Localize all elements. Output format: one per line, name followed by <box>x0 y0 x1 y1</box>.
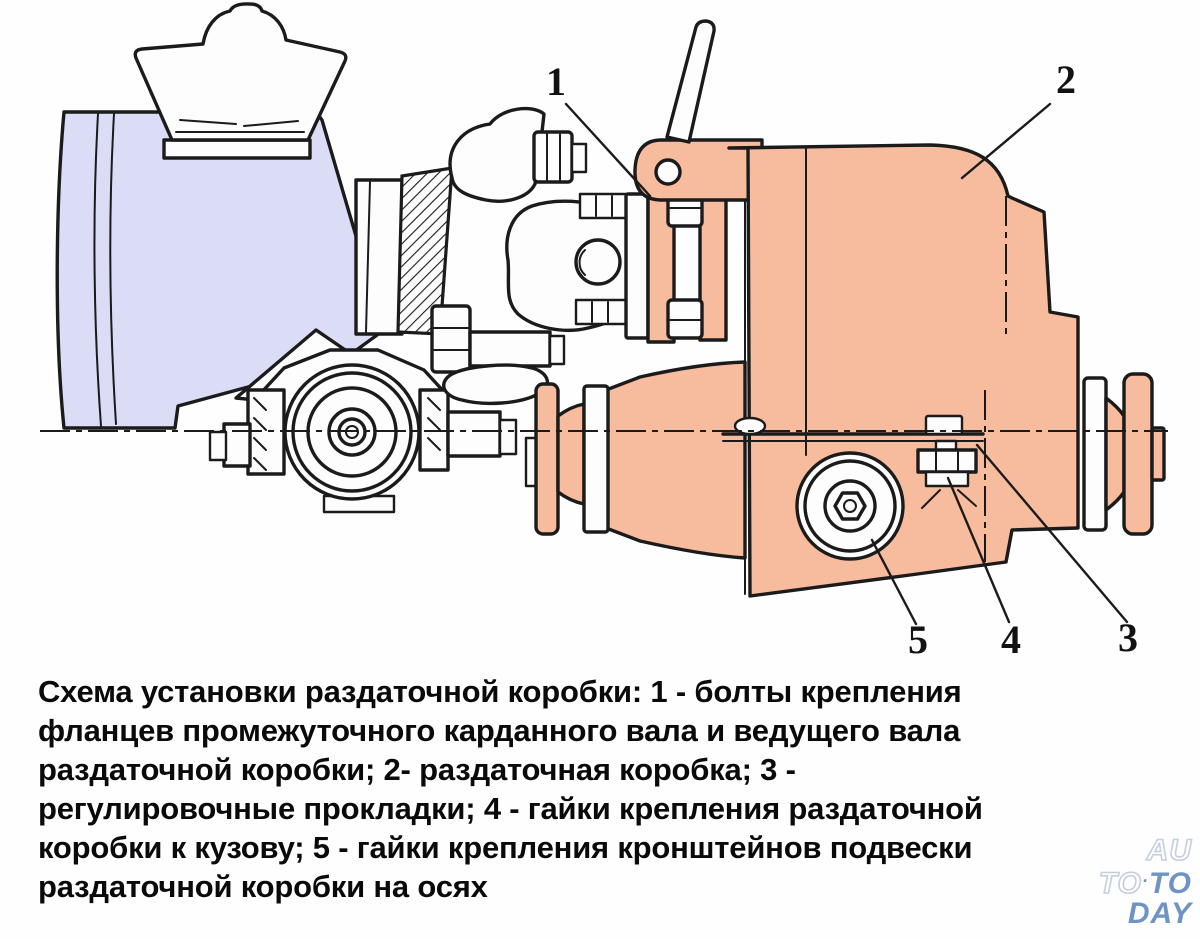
callout-label-4: 4 <box>1001 617 1021 662</box>
bearing-hatch-ticks <box>253 397 441 471</box>
stud-nut-small <box>924 470 970 488</box>
bellhousing-seam <box>93 113 102 427</box>
lever-pivot-pin <box>654 158 682 186</box>
flange-right-neck <box>1104 396 1126 512</box>
leader-line-4 <box>946 476 1011 624</box>
autotoday-watermark: AU TO·TO DAY <box>1098 834 1192 930</box>
lower-yoke <box>442 363 550 406</box>
lockwasher-prongs <box>921 489 977 509</box>
flange-spline-bottom <box>574 298 632 326</box>
lower-bolt-shaft <box>468 330 552 368</box>
watermark-top: AU <box>1146 834 1192 867</box>
input-flange-strip-b <box>698 190 728 342</box>
bearing-shaft-stub <box>446 410 502 458</box>
propshaft-flange <box>624 192 650 340</box>
output-flange-left <box>524 382 610 536</box>
boot-body <box>133 2 348 142</box>
caption-line: раздаточной коробки на осях <box>38 869 488 904</box>
upper-yoke <box>448 106 546 203</box>
flange-left-disc <box>534 382 560 536</box>
watermark-mid-right: TO <box>1148 867 1192 900</box>
flange-right-stub <box>1150 426 1166 482</box>
boot-base-plate <box>162 138 312 160</box>
stud-nut-large <box>916 448 978 474</box>
caption-line: раздаточной коробки; 2- раздаточная коро… <box>38 752 796 787</box>
watermark-separator-dot: · <box>1141 871 1149 891</box>
leader-lines <box>564 102 1129 626</box>
watermark-mid-left: TO <box>1098 867 1142 900</box>
bellhousing-seam-2 <box>109 113 117 425</box>
bearing-shaft-end <box>498 418 518 456</box>
upper-bolt-head <box>532 130 574 184</box>
callout-label-5: 5 <box>908 617 928 662</box>
caption-line: коробки к кузову; 5 - гайки крепления кр… <box>38 830 973 865</box>
center-bearing-support <box>208 328 518 514</box>
figure-caption: Схема установки раздаточной коробки: 1 -… <box>38 672 1178 906</box>
flange-left-neck <box>556 402 586 506</box>
leader-line-2 <box>960 102 1052 180</box>
boot-fold-lines <box>175 119 305 133</box>
flange-right-bearing-cover <box>1082 376 1108 532</box>
propshaft-joint <box>354 106 661 406</box>
stud-cap <box>924 414 964 436</box>
callout-label-1: 1 <box>546 59 566 104</box>
mount-hex-nut <box>833 491 867 521</box>
caption-line: Схема установки раздаточной коробки: 1 -… <box>38 674 962 709</box>
leader-line-5 <box>870 538 918 626</box>
diagram <box>40 2 1168 626</box>
bearing-left-nub <box>208 430 228 462</box>
lower-bolt-head <box>430 304 472 374</box>
case-front-cone <box>604 360 747 560</box>
case-main-body <box>727 143 1080 598</box>
flange-right-disc <box>1122 372 1154 536</box>
lower-bolt-tip <box>548 334 566 366</box>
leader-line-1 <box>564 102 652 198</box>
caption-line: регулировочные прокладки; 4 - гайки креп… <box>38 791 983 826</box>
watermark-bottom: DAY <box>1127 897 1192 930</box>
leader-line-3 <box>975 443 1129 624</box>
suspension-mount <box>795 451 905 561</box>
callout-label-3: 3 <box>1118 615 1138 660</box>
shift-lever <box>665 19 716 144</box>
caption-line: фланцев промежуточного карданного вала и… <box>38 713 961 748</box>
gear-lever-boot <box>133 2 348 160</box>
flange-left-bearing-cover <box>582 384 610 534</box>
rail-bolt-head <box>733 416 767 436</box>
upper-bolt-tip <box>570 142 588 174</box>
callout-label-2: 2 <box>1056 57 1076 102</box>
body-mount-stud <box>916 414 978 509</box>
joint-cross-hub <box>574 238 622 286</box>
transfer-case <box>524 19 1166 598</box>
shaft-sleeve <box>354 178 404 336</box>
flange-spline-top <box>578 192 634 220</box>
output-flange-right <box>1082 372 1166 536</box>
